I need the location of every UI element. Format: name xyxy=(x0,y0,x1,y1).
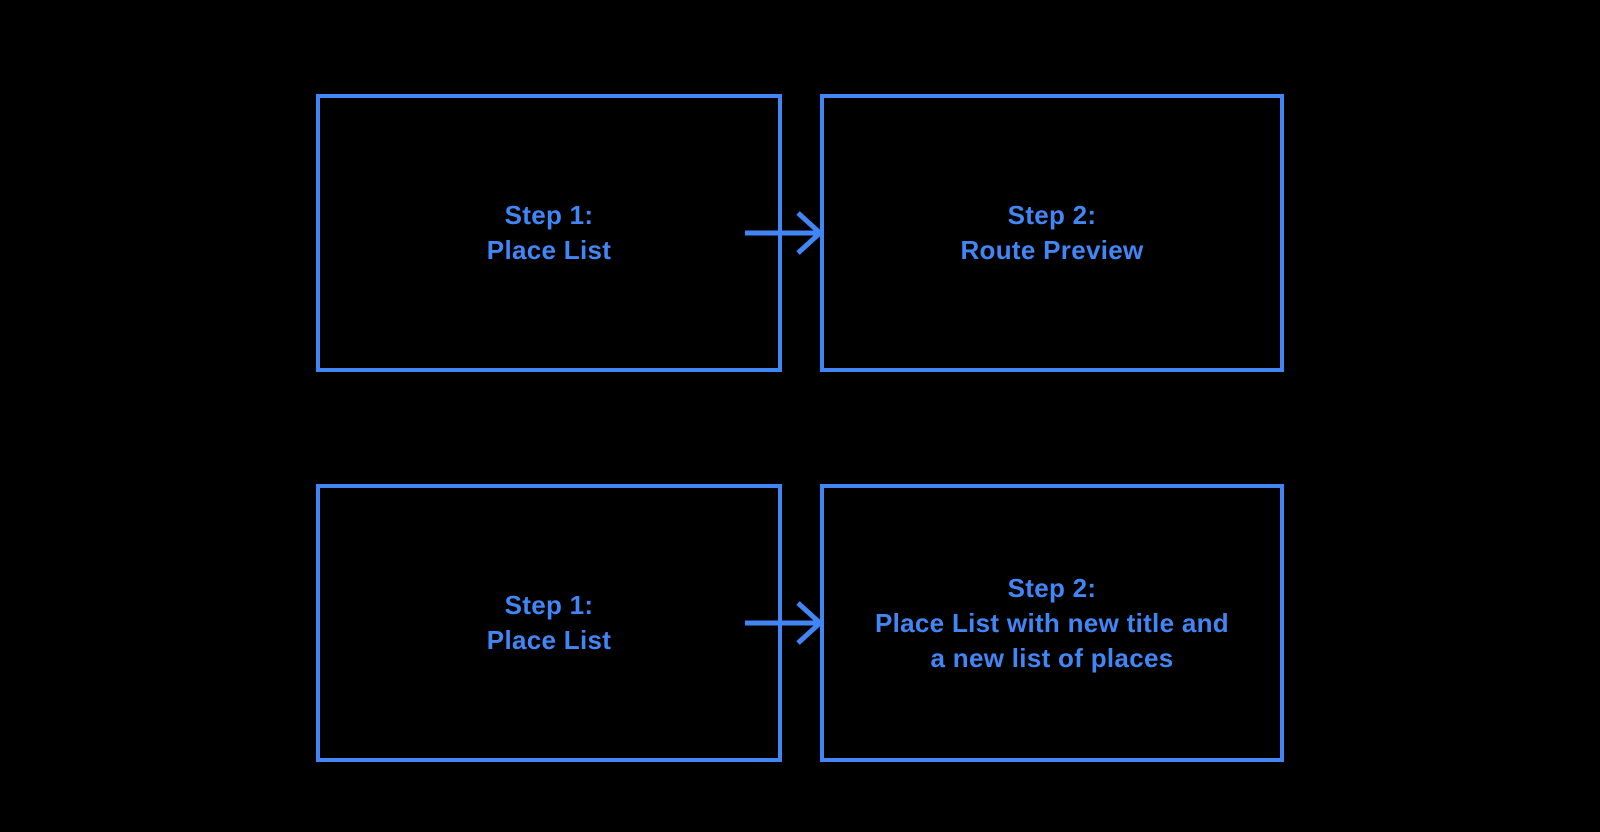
step-description: Place List xyxy=(486,625,612,655)
step-label: Step 2: xyxy=(1007,572,1097,603)
step-description: Route Preview xyxy=(960,235,1144,265)
step-box-row2-target: Step 2: Place List with new title and a … xyxy=(820,484,1284,762)
step-description: a new list of places xyxy=(930,642,1174,673)
step-label: Step 1: xyxy=(504,200,594,230)
arrow-right-icon xyxy=(738,595,828,651)
step-box-row1-target: Step 2: Route Preview xyxy=(820,94,1284,372)
step-box-row1-source: Step 1: Place List xyxy=(316,94,782,372)
step-description: Place List with new title and xyxy=(875,607,1229,638)
step-label: Step 1: xyxy=(504,590,594,620)
step-description: Place List xyxy=(486,235,612,265)
arrow-right-icon xyxy=(738,205,828,261)
step-label: Step 2: xyxy=(1007,200,1097,230)
step-box-row2-source: Step 1: Place List xyxy=(316,484,782,762)
